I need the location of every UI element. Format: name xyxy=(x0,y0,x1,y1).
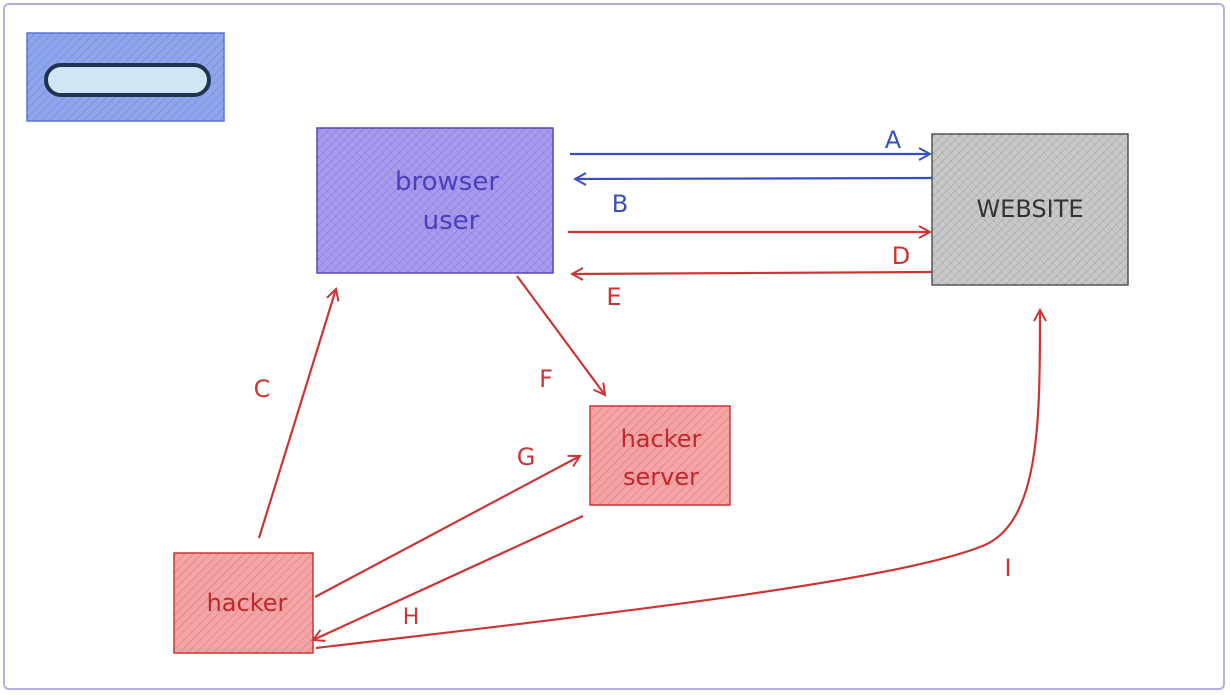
hacker-label: hacker xyxy=(207,589,288,617)
hacker-server-label-line1: hacker xyxy=(621,425,702,453)
thumbnail-slider[interactable] xyxy=(44,63,211,97)
edge-label-f: F xyxy=(539,365,553,393)
website-node[interactable]: WEBSITE xyxy=(931,133,1129,286)
browser-label-line1: browser xyxy=(395,167,499,197)
edge-label-c: C xyxy=(254,375,271,403)
edge-e-arrow xyxy=(572,272,933,274)
website-label: WEBSITE xyxy=(976,195,1083,223)
edge-i-arrow xyxy=(315,310,1040,650)
hacker-server-label-line2: server xyxy=(623,463,699,491)
browser-label-line2: user xyxy=(423,206,480,236)
edge-f-arrow xyxy=(516,275,605,395)
edge-label-d: D xyxy=(892,242,910,270)
browser-user-node[interactable]: browser user xyxy=(316,127,554,274)
canvas-frame xyxy=(3,3,1225,690)
edge-label-b: B xyxy=(612,190,628,218)
thumbnail-panel[interactable] xyxy=(26,32,225,122)
edge-label-a: A xyxy=(885,126,902,154)
edge-label-i: I xyxy=(1004,554,1011,582)
edge-label-e: E xyxy=(606,283,621,311)
hacker-server-node[interactable]: hacker server xyxy=(589,405,731,506)
edge-h-arrow xyxy=(313,515,584,640)
edge-label-h: H xyxy=(403,605,420,630)
edge-label-g: G xyxy=(517,443,536,471)
edge-g-arrow xyxy=(314,456,580,598)
hacker-node[interactable]: hacker xyxy=(173,552,314,654)
edge-b-arrow xyxy=(575,178,933,179)
edge-c-arrow xyxy=(257,289,336,539)
